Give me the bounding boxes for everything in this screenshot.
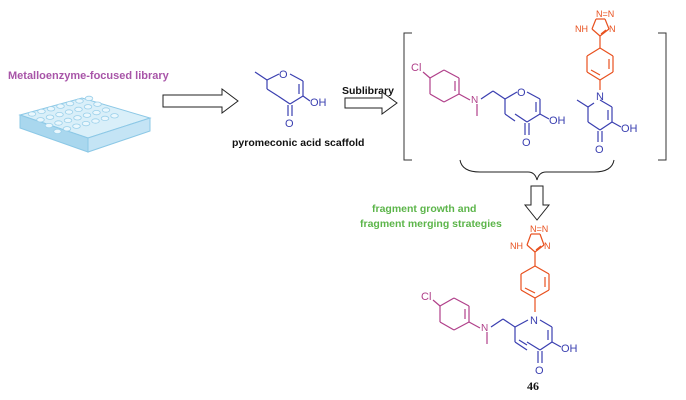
right-bracket [658, 32, 667, 161]
open-arrow-2 [344, 91, 398, 115]
sublibrary-label: Sublibrary [342, 85, 394, 97]
plate-well [101, 107, 111, 113]
strategy-label-line1: fragment growth and [372, 203, 476, 215]
strategy-label-line2: fragment merging strategies [360, 218, 502, 230]
plate-well [36, 117, 45, 123]
plate-well [65, 101, 75, 107]
pyromeconic-scaffold-structure [254, 71, 311, 116]
carbonyl-oxygen-2: O [595, 144, 604, 156]
sublibrary-compound-2: N=N NH N N OH O [575, 9, 638, 156]
tetrazole-nitrogens-46: N=N [530, 224, 548, 234]
plate-well [81, 121, 91, 127]
plate-well [91, 118, 100, 124]
tetrazole-nh-46: NH [510, 241, 523, 251]
amine-nitrogen-46: N [481, 323, 488, 334]
plate-well [75, 98, 84, 104]
plate-well [55, 112, 64, 118]
plate-well [82, 112, 92, 118]
plate-well [46, 106, 56, 112]
compound-46-structure: N=N NH N Cl N [421, 224, 578, 377]
scaffold-ring-oxygen: O [279, 69, 288, 81]
compound-number: 46 [527, 379, 539, 393]
left-bracket [403, 32, 412, 161]
scaffold-carbonyl-oxygen: O [285, 118, 294, 130]
plate-well [83, 104, 93, 110]
library-title: Metalloenzyme-focused library [8, 70, 170, 82]
plate-well [53, 128, 62, 134]
tetrazole-n-1: N [609, 24, 616, 34]
sublibrary-compound-1: Cl N O OH O [411, 62, 566, 149]
plate-well [56, 103, 65, 109]
plate-well [27, 111, 37, 117]
open-arrow-3 [523, 185, 551, 221]
carbonyl-oxygen-1: O [522, 137, 531, 149]
tetrazole-nitrogens-1: N=N [596, 9, 614, 19]
amine-nitrogen-1: N [471, 95, 478, 106]
plate-well [63, 117, 73, 124]
plate-well [72, 123, 81, 129]
plate-well [93, 101, 102, 107]
plate-well [62, 126, 72, 132]
plate-well [54, 120, 63, 126]
open-arrow-1 [162, 88, 239, 114]
plate-well [64, 109, 74, 115]
hydroxyl-1: OH [549, 115, 566, 127]
plate-well [84, 95, 94, 102]
plate-well [44, 123, 54, 129]
plate-well [100, 115, 110, 122]
hydroxyl-46: OH [561, 343, 578, 355]
plate-well [73, 115, 82, 121]
scaffold-hydroxyl: OH [310, 97, 327, 109]
carbonyl-oxygen-46: O [535, 365, 544, 377]
pyridinone-nitrogen-46: N [530, 315, 538, 327]
plate-well [37, 108, 46, 115]
plate-well [74, 106, 83, 113]
plate-well [110, 113, 119, 119]
plate-well [92, 110, 101, 116]
chlorine-atom-46: Cl [421, 291, 431, 303]
microplate-icon [18, 95, 152, 153]
merge-brace [459, 159, 615, 181]
pyridinone-nitrogen-1: N [596, 91, 604, 103]
ring-oxygen-1: O [517, 87, 526, 99]
tetrazole-n-46: N [544, 241, 551, 251]
scaffold-label: pyromeconic acid scaffold [232, 137, 364, 149]
chlorine-atom-1: Cl [411, 62, 421, 74]
hydroxyl-2: OH [621, 123, 638, 135]
plate-well [45, 114, 55, 120]
tetrazole-nh-1: NH [575, 24, 588, 34]
